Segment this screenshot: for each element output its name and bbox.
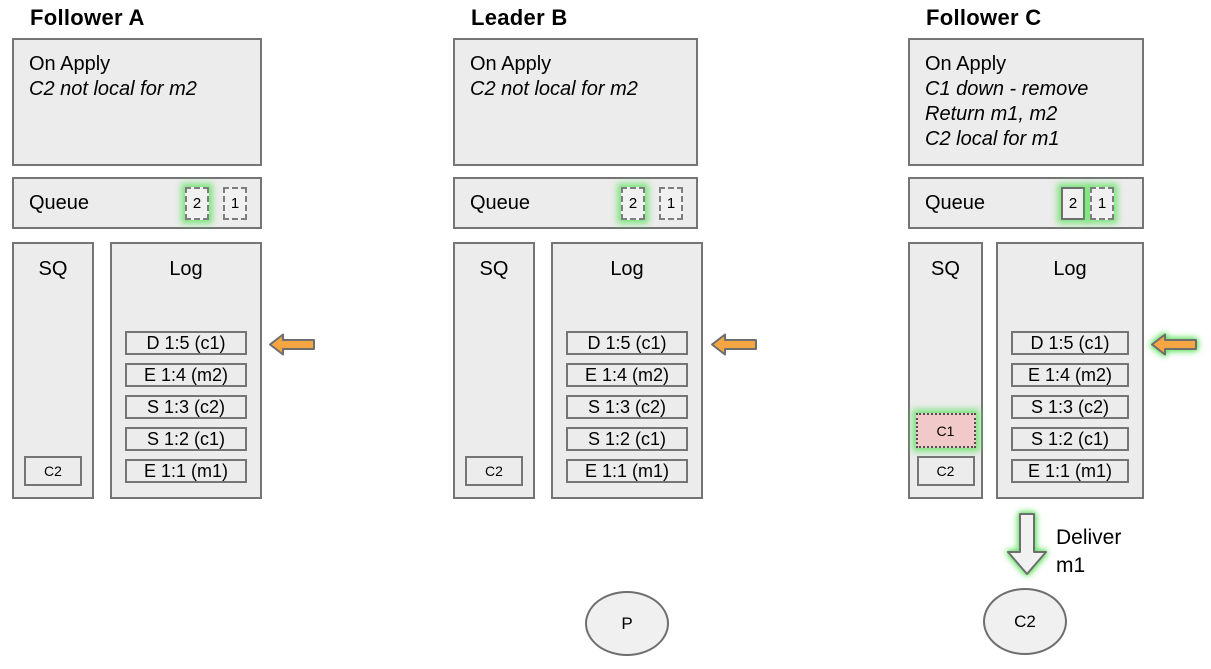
log-entries: D 1:5 (c1) E 1:4 (m2) S 1:3 (c2) S 1:2 (… (125, 331, 247, 483)
log-entry: S 1:3 (c2) (1011, 395, 1129, 419)
log-entry: E 1:1 (m1) (125, 459, 247, 483)
log-entry: E 1:4 (m2) (125, 363, 247, 387)
on-apply-box: On Apply C2 not local for m2 (453, 38, 698, 166)
sq-label: SQ (931, 258, 960, 280)
log-entry: S 1:3 (c2) (566, 395, 688, 419)
log-entries: D 1:5 (c1) E 1:4 (m2) S 1:3 (c2) S 1:2 (… (1011, 331, 1129, 483)
queue-label: Queue (29, 191, 90, 214)
log-entries: D 1:5 (c1) E 1:4 (m2) S 1:3 (c2) S 1:2 (… (566, 331, 688, 483)
on-apply-note: C2 not local for m2 (470, 78, 638, 100)
on-apply-box: On Apply C1 down - remove Return m1, m2 … (908, 38, 1144, 166)
log-label: Log (610, 258, 644, 280)
log-entry: D 1:5 (c1) (125, 331, 247, 355)
log-box: Log D 1:5 (c1) E 1:4 (m2) S 1:3 (c2) S 1… (996, 242, 1144, 499)
log-entry: E 1:1 (m1) (1011, 459, 1129, 483)
log-entry: S 1:2 (c1) (566, 427, 688, 451)
queue-item-2: 2 (1061, 186, 1085, 220)
queue-item-1: 1 (659, 186, 683, 220)
process-p-ellipse: P (585, 591, 669, 656)
log-entry: D 1:5 (c1) (1011, 331, 1129, 355)
sq-box: SQ C1 C2 (908, 242, 983, 499)
log-box: Log D 1:5 (c1) E 1:4 (m2) S 1:3 (c2) S 1… (551, 242, 703, 499)
node-follower-a: Follower A On Apply C2 not local for m2 … (12, 0, 262, 669)
queue-item-1: 1 (223, 186, 247, 220)
log-entry: S 1:3 (c2) (125, 395, 247, 419)
queue-item-1: 1 (1090, 186, 1114, 220)
queue-items: 2 1 (1061, 186, 1114, 220)
on-apply-heading: On Apply (29, 53, 111, 75)
down-arrow-glow-icon (1007, 513, 1047, 575)
log-entry: E 1:1 (m1) (566, 459, 688, 483)
log-entry: E 1:4 (m2) (1011, 363, 1129, 387)
node-title: Follower A (30, 5, 145, 30)
node-leader-b: Leader B On Apply C2 not local for m2 Qu… (453, 0, 703, 669)
log-entry: S 1:2 (c1) (125, 427, 247, 451)
log-box: Log D 1:5 (c1) E 1:4 (m2) S 1:3 (c2) S 1… (110, 242, 262, 499)
on-apply-note: C1 down - remove (925, 78, 1089, 100)
queue-items: 2 1 (185, 186, 247, 220)
sq-item-c2: C2 (24, 456, 82, 486)
queue-box: Queue 2 1 (12, 177, 262, 229)
node-follower-c: Follower C On Apply C1 down - remove Ret… (908, 0, 1144, 669)
log-entry: D 1:5 (c1) (566, 331, 688, 355)
queue-item-2: 2 (185, 186, 209, 220)
queue-item-2: 2 (621, 186, 645, 220)
queue-box: Queue 2 1 (453, 177, 698, 229)
left-arrow-icon (711, 333, 757, 356)
log-entry: S 1:2 (c1) (1011, 427, 1129, 451)
sq-item-c1-removed: C1 (915, 413, 976, 448)
left-arrow-glow-icon (1151, 333, 1197, 356)
on-apply-note: C2 not local for m2 (29, 78, 197, 100)
on-apply-note: C2 local for m1 (925, 128, 1060, 150)
deliver-line-2: m1 (1056, 554, 1086, 577)
log-label: Log (169, 258, 203, 280)
on-apply-heading: On Apply (925, 53, 1007, 75)
deliver-line-1: Deliver (1056, 526, 1122, 549)
node-title: Leader B (471, 5, 568, 30)
queue-box: Queue 2 1 (908, 177, 1144, 229)
on-apply-note: Return m1, m2 (925, 103, 1058, 125)
sq-label: SQ (479, 258, 509, 280)
left-arrow-icon (269, 333, 315, 356)
on-apply-box: On Apply C2 not local for m2 (12, 38, 262, 166)
queue-label: Queue (925, 191, 986, 214)
sq-box: SQ C2 (453, 242, 535, 499)
sq-item-c2: C2 (465, 456, 523, 486)
node-title: Follower C (926, 5, 1042, 30)
queue-items: 2 1 (621, 186, 683, 220)
client-c2-ellipse: C2 (983, 588, 1067, 655)
sq-label: SQ (38, 258, 68, 280)
log-entry: E 1:4 (m2) (566, 363, 688, 387)
deliver-label: Deliver m1 (1056, 524, 1121, 580)
on-apply-heading: On Apply (470, 53, 552, 75)
sq-box: SQ C2 (12, 242, 94, 499)
queue-label: Queue (470, 191, 531, 214)
sq-item-c2: C2 (916, 456, 975, 486)
log-label: Log (1053, 258, 1087, 280)
